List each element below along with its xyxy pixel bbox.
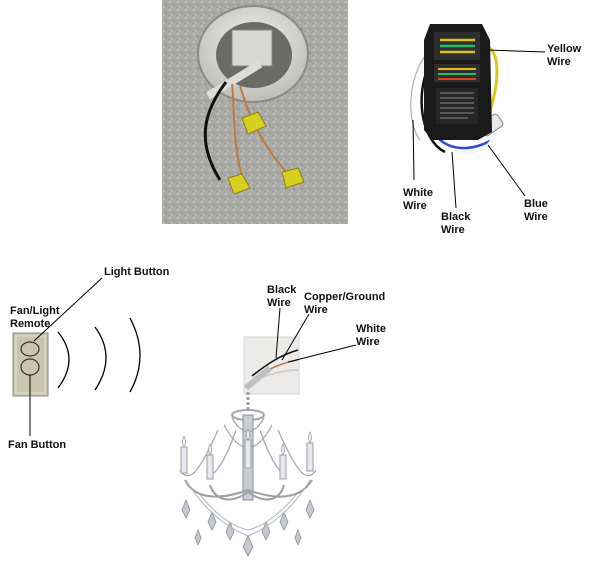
black-wire-fixture-label: Black Wire [267, 284, 299, 309]
white-wire-receiver-label: White Wire [403, 187, 436, 212]
white-wire-receiver-label-line1: White [403, 187, 433, 199]
remote-label-line1: Fan/Light [10, 305, 60, 317]
fixture-pointer-lines [275, 307, 357, 363]
light-button-label-line1: Light Button [104, 266, 170, 278]
receiver-pointer-lines [412, 49, 546, 209]
yellow-wire-label: Yellow Wire [547, 43, 584, 68]
light-button[interactable] [20, 341, 40, 357]
wire-nut-icon [227, 111, 305, 195]
blue-wire-label-line1: Blue [524, 198, 548, 210]
receiver-module [409, 24, 504, 154]
white-wire-receiver-label-line2: Wire [403, 200, 427, 212]
chandelier-fixture [179, 336, 317, 557]
black-wire-receiver-label-line2: Wire [441, 224, 465, 236]
black-wire-fixture-label-line2: Wire [267, 297, 291, 309]
white-wire-fixture-label-line1: White [356, 323, 386, 335]
remote-pointer-lines [29, 277, 103, 436]
ground-wire-label: Copper/Ground Wire [304, 291, 388, 316]
black-wire-receiver-label-line1: Black [441, 211, 471, 223]
black-wire-receiver-label: Black Wire [441, 211, 473, 236]
fan-button-label-line1: Fan Button [8, 439, 66, 451]
white-wire-fixture-label: White Wire [356, 323, 389, 348]
remote-label: Fan/Light Remote [10, 305, 63, 330]
yellow-wire-label-line1: Yellow [547, 43, 582, 55]
blue-wire-label: Blue Wire [524, 198, 551, 223]
black-wire-fixture-label-line1: Black [267, 284, 297, 296]
blue-wire-label-line2: Wire [524, 211, 548, 223]
ground-wire-label-line2: Wire [304, 304, 328, 316]
remote-label-line2: Remote [10, 318, 50, 330]
ground-wire-label-line1: Copper/Ground [304, 291, 385, 303]
yellow-wire-label-line2: Wire [547, 56, 571, 68]
fan-button-label: Fan Button [8, 439, 66, 451]
light-button-label: Light Button [104, 266, 170, 278]
electrical-box-photo [162, 0, 348, 224]
signal-waves [57, 317, 141, 393]
white-wire-fixture-label-line2: Wire [356, 336, 380, 348]
